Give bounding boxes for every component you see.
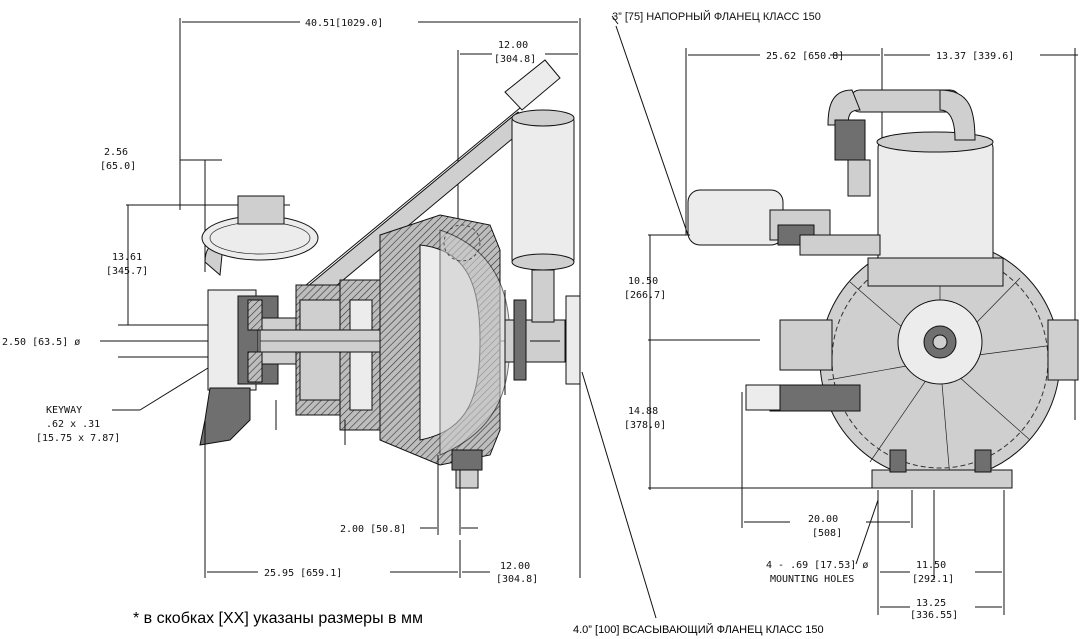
foot-width-mm: [292.1]	[912, 574, 954, 585]
mounting-holes-dim: 4 - .69 [17.53] ø	[766, 560, 868, 571]
foot-total-dim: 13.25	[916, 598, 946, 609]
front-view: 3” [75] НАПОРНЫЙ ФЛАНЕЦ КЛАСС 150 25.62 …	[573, 10, 1079, 636]
height-mid-mm: [345.7]	[106, 266, 148, 277]
inlet-height-dim: 10.50	[628, 276, 658, 287]
keyway-mm: [15.75 x 7.87]	[36, 433, 120, 444]
discharge-flange-label: 3” [75] НАПОРНЫЙ ФЛАНЕЦ КЛАСС 150	[612, 10, 821, 23]
height-mid-dim: 13.61	[112, 252, 142, 263]
shaft-dia-dim: 2.50 [63.5] ø	[2, 337, 80, 348]
mounting-holes-label: MOUNTING HOLES	[770, 574, 854, 585]
keyway-size: .62 x .31	[46, 419, 100, 430]
base-height-mm: [378.0]	[624, 420, 666, 431]
outlet-height-mm: [304.8]	[494, 54, 536, 65]
outlet-height-dim: 12.00	[498, 40, 528, 51]
footnote: * в скобках [XX] указаны размеры в мм	[133, 610, 423, 627]
base-height-dim: 14.88	[628, 406, 658, 417]
top-width-dim: 25.62 [650.8]	[766, 51, 844, 62]
bolt-spacing-dim: 20.00	[808, 514, 838, 525]
offset-top-dim: 2.56	[104, 147, 128, 158]
suction-flange-label: 4.0” [100] ВСАСЫВАЮЩИЙ ФЛАНЕЦ КЛАСС 150	[573, 623, 824, 636]
outlet-length-mm: [304.8]	[496, 574, 538, 585]
discharge-chamber	[511, 114, 575, 266]
bolt-spacing-mm: [508]	[812, 528, 842, 539]
foot-width-dim: 11.50	[916, 560, 946, 571]
top-right-dim: 13.37 [339.6]	[936, 51, 1014, 62]
keyway-title: KEYWAY	[46, 405, 82, 416]
foot-total-mm: [336.55]	[910, 610, 958, 621]
flange-gap-dim: 2.00 [50.8]	[340, 524, 406, 535]
base-length-dim: 25.95 [659.1]	[264, 568, 342, 579]
inlet-height-mm: [266.7]	[624, 290, 666, 301]
outlet-length-dim: 12.00	[500, 561, 530, 572]
overall-width-dim: 40.51[1029.0]	[305, 18, 383, 29]
side-section-view: 40.51[1029.0] 12.00 [304.8] 2.56 [65.0] …	[2, 18, 581, 585]
offset-top-mm: [65.0]	[100, 161, 136, 172]
